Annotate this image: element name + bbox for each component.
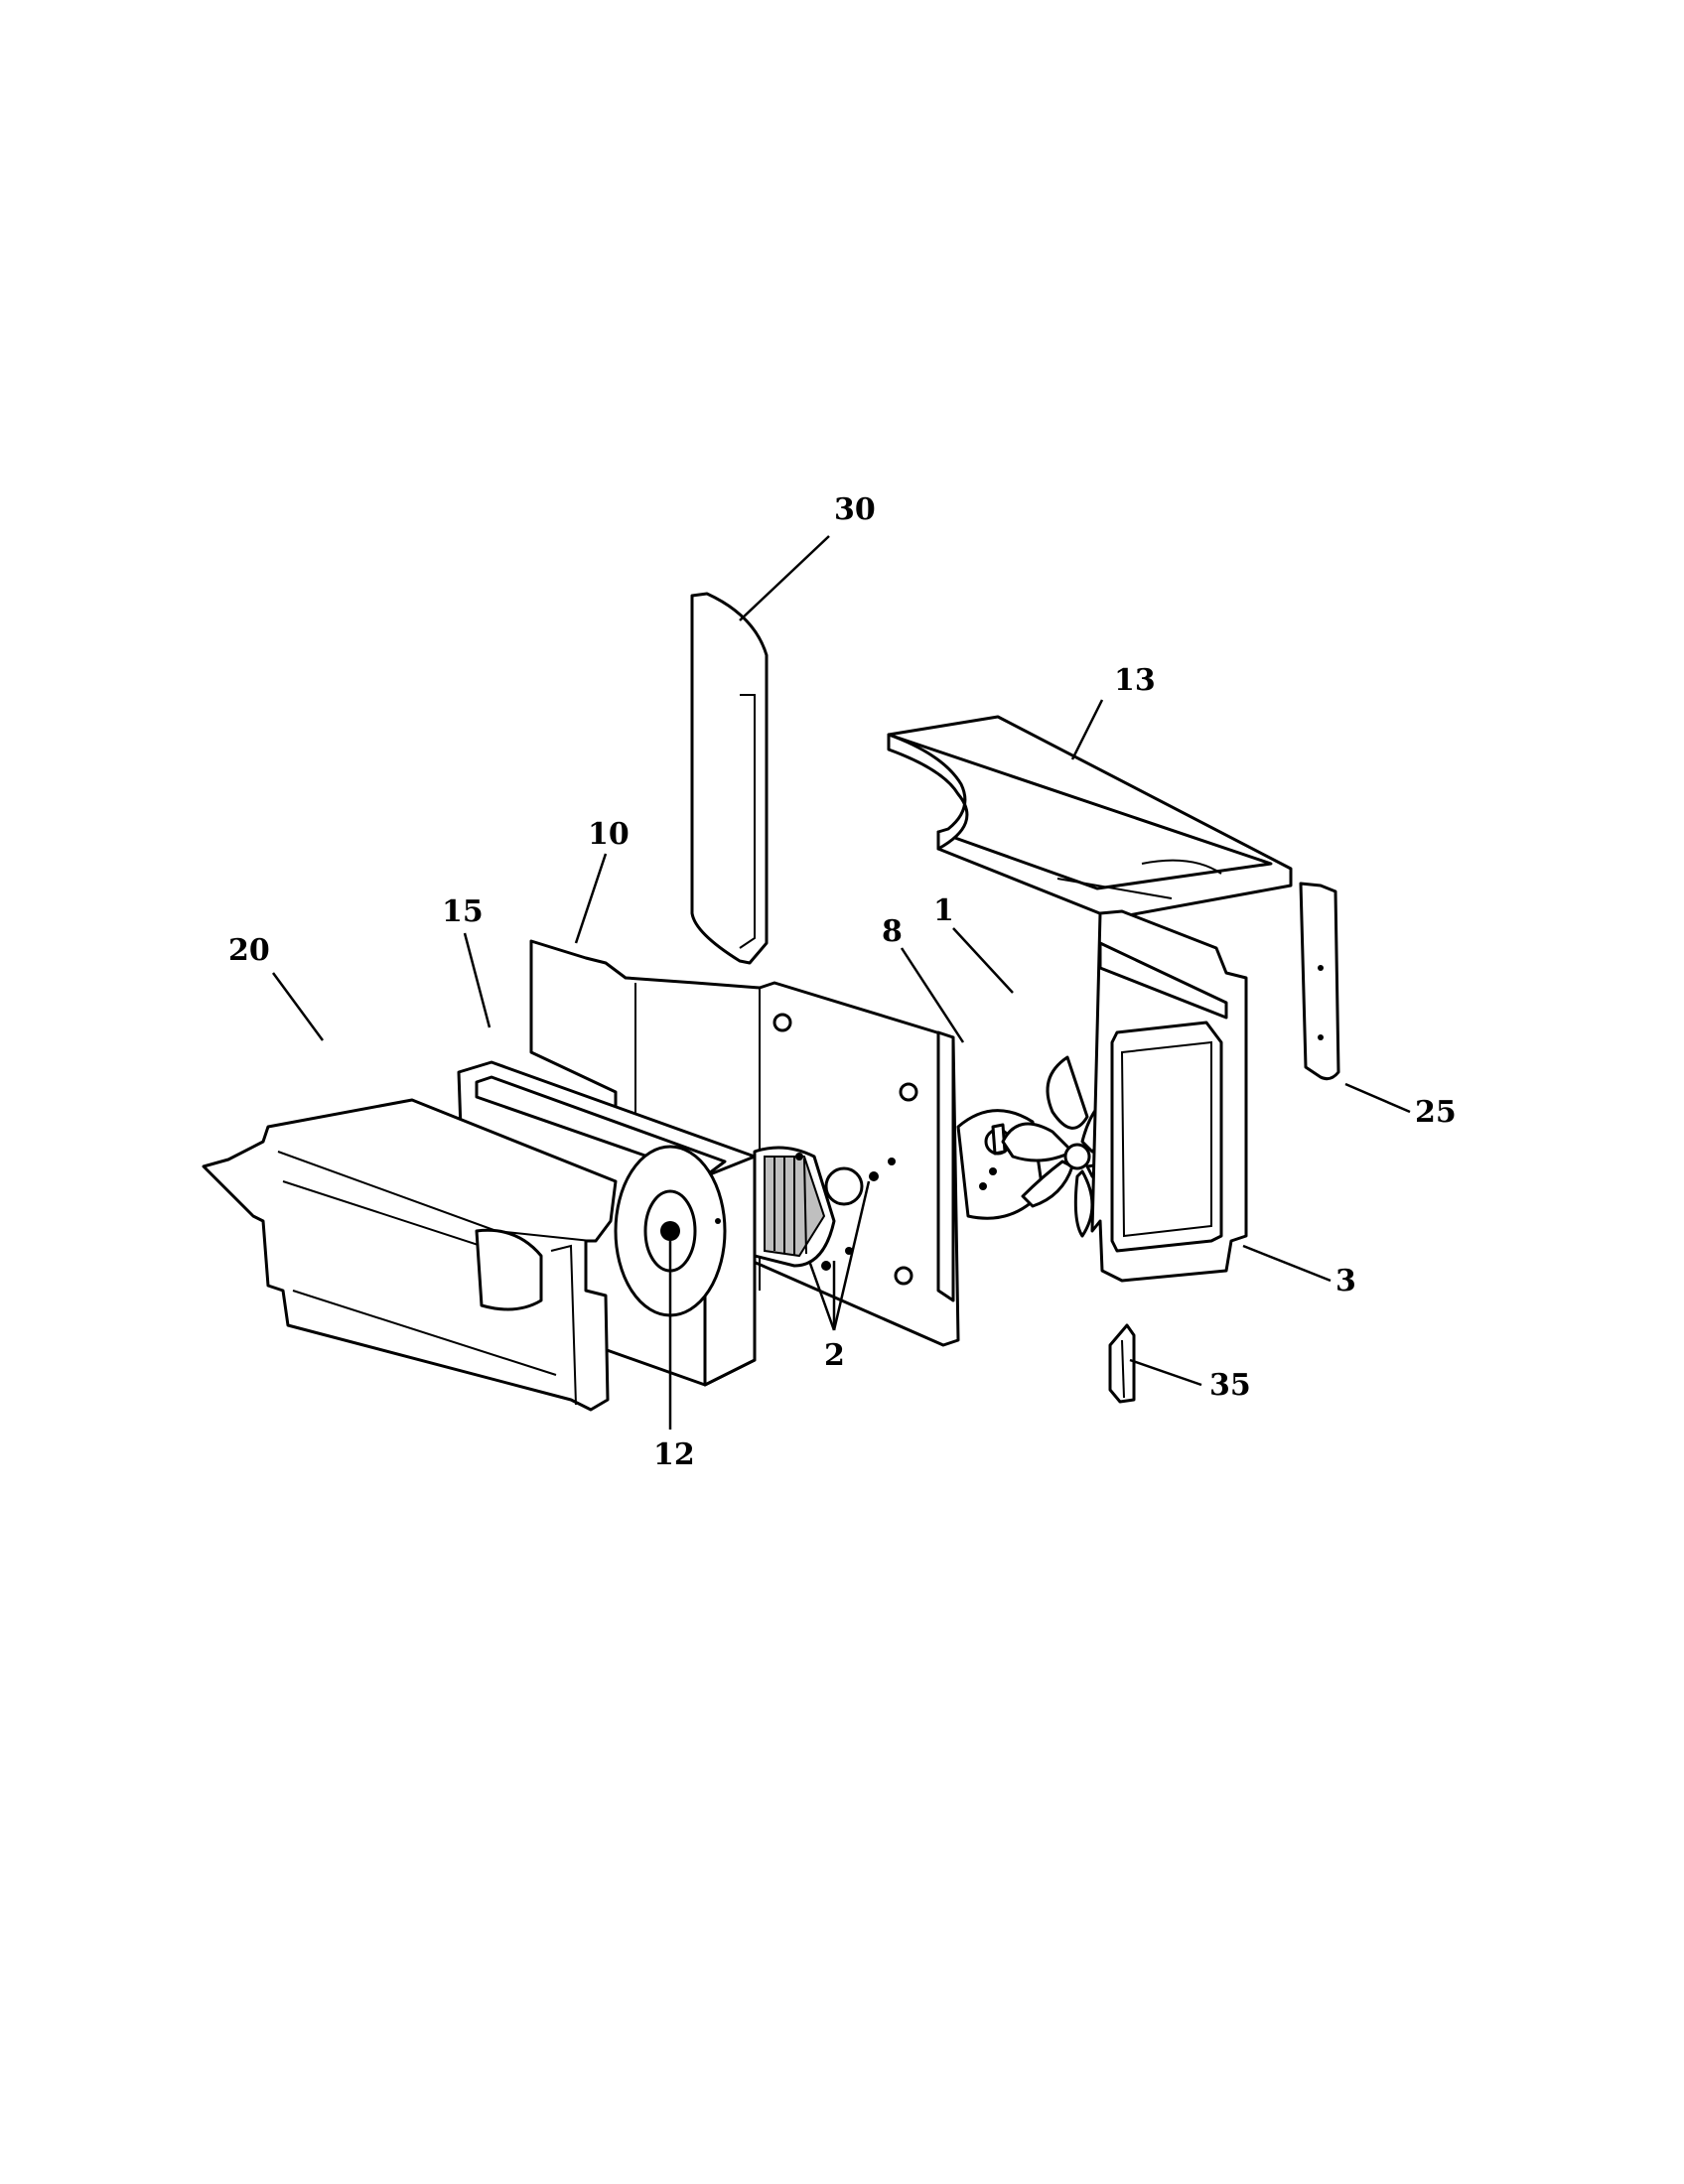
callout-1: 1 [933,893,954,928]
leader-8 [900,947,965,1043]
leader-30 [739,535,830,621]
callout-30: 30 [834,492,876,527]
leader-1 [952,927,1014,994]
callout-3: 3 [1335,1264,1356,1298]
part-20-front-frame [202,1098,618,1412]
leader-35 [1129,1358,1202,1387]
part-3-condenser-frame [1090,909,1248,1283]
part-35-bracket [1108,1323,1136,1404]
callout-35: 35 [1209,1368,1251,1403]
callout-13: 13 [1114,663,1156,698]
callout-12: 12 [653,1437,695,1472]
leader-2b [832,1180,871,1331]
part-30-curved-panel [690,592,769,965]
leader-2c [807,1260,836,1331]
callout-15: 15 [442,894,484,929]
leader-3 [1242,1244,1332,1283]
leader-20 [271,972,325,1041]
callout-labels: 30 13 10 15 20 8 1 25 3 2 35 12 [228,492,1457,1472]
callout-2: 2 [824,1338,845,1373]
leader-15 [463,932,491,1028]
leader-25 [1344,1082,1411,1114]
leader-10 [574,853,608,944]
part-13-top-cover [887,715,1293,920]
part-25-side-strip [1299,882,1340,1081]
part-8-motor [936,1030,1045,1302]
part-2-screws [795,1153,896,1271]
callout-8: 8 [882,914,903,949]
leader-13 [1070,699,1104,760]
callout-20: 20 [228,933,270,968]
blower-wheel [753,1146,836,1268]
callout-10: 10 [588,817,630,852]
callout-25: 25 [1415,1095,1457,1130]
leader-lines [271,535,1411,1430]
